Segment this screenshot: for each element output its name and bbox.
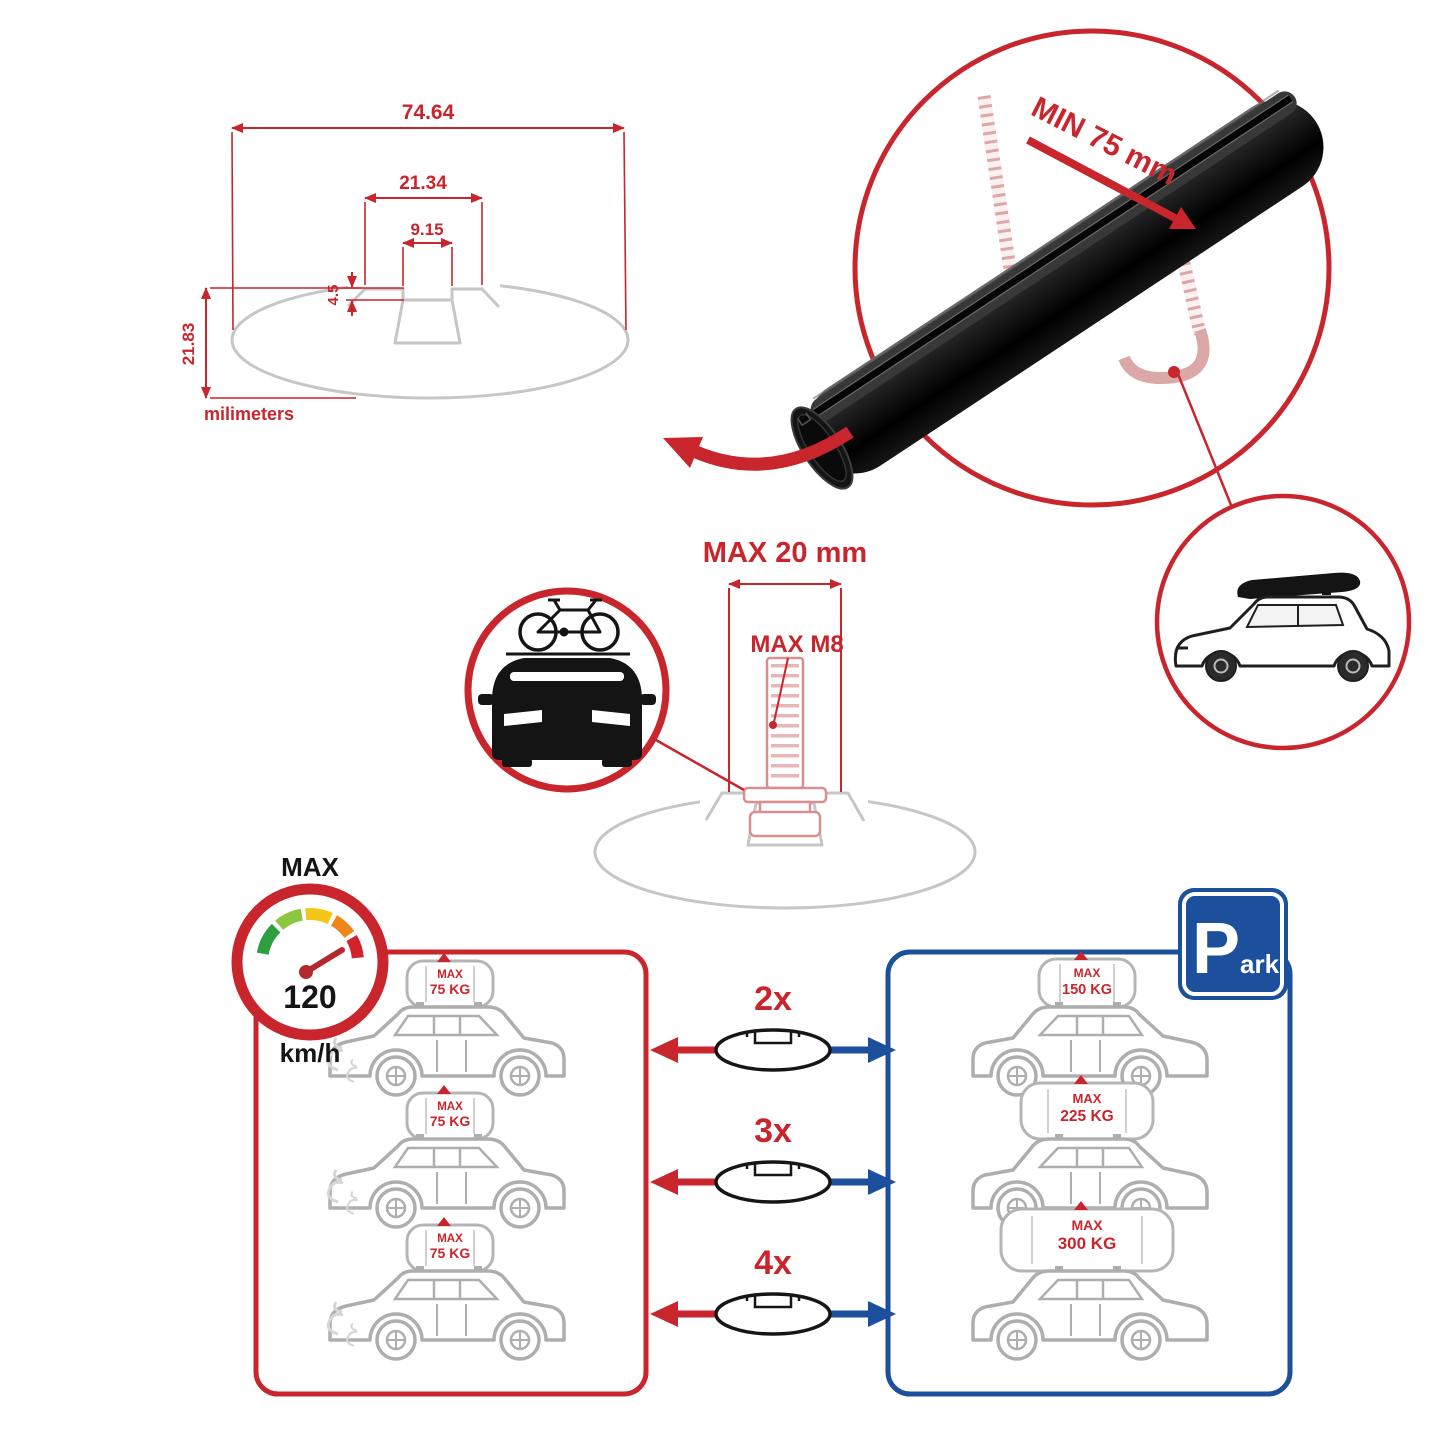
bag-max-label: MAX <box>1071 1217 1103 1233</box>
bag-logo <box>437 1085 451 1094</box>
dim-slot-width: 9.15 <box>410 220 443 239</box>
bag-logo <box>1074 951 1088 960</box>
driving-car-row-3: MAX 75 KG <box>326 1217 566 1361</box>
cargo-bag: MAX 300 KG <box>999 1201 1175 1273</box>
crossbar-detail-view: MIN 75 mm <box>790 28 1332 508</box>
bag-load-label: 75 KG <box>430 1113 471 1129</box>
bag-logo <box>437 1217 451 1226</box>
driving-panel <box>253 949 649 1397</box>
parked-car-row-2: MAX 225 KG <box>971 1075 1209 1229</box>
cargo-bag: MAX 225 KG <box>1019 1075 1155 1141</box>
bag-load-label: 300 KG <box>1058 1234 1117 1253</box>
crossbar-section-icon <box>714 1028 832 1072</box>
dimension-lines <box>201 123 627 399</box>
crossbar-photo <box>790 89 1324 490</box>
car-illustration <box>328 1132 566 1229</box>
bag-max-label: MAX <box>1074 966 1101 980</box>
speed-max-label: MAX <box>281 852 339 882</box>
bag-load-label: 75 KG <box>430 981 471 997</box>
parked-car-row-3: MAX 300 KG <box>971 1201 1209 1361</box>
bolt-width-label: MAX 20 mm <box>703 537 867 569</box>
leader-to-bolt <box>655 738 745 792</box>
multiplier-row-3x: 3x <box>650 1112 896 1204</box>
dim-channel-width: 21.34 <box>399 173 447 194</box>
profile-channel-cavity <box>393 299 462 345</box>
multiplier-label: 3x <box>754 1112 792 1150</box>
cargo-bag: MAX 75 KG <box>405 953 495 1009</box>
bag-logo <box>1074 1201 1088 1210</box>
tbolt-diagram: MAX 20 mm MAX M8 <box>593 537 977 910</box>
bolt-thread-label: MAX M8 <box>750 631 843 658</box>
park-sign: P ark <box>1178 888 1288 1000</box>
crossbar-section-icon <box>714 1160 832 1204</box>
car-illustration <box>328 1264 566 1361</box>
cargo-bag: MAX 150 KG <box>1037 951 1137 1009</box>
bag-logo <box>437 953 451 962</box>
speed-limit-gauge: MAX 120 km/h <box>231 852 389 1068</box>
car-illustration <box>971 1000 1209 1097</box>
driving-car-row-2: MAX 75 KG <box>326 1085 566 1229</box>
park-rest: ark <box>1240 949 1280 979</box>
multiplier-label: 2x <box>754 980 792 1018</box>
bolt-dimension-lines <box>728 579 842 792</box>
cargo-bag: MAX 75 KG <box>405 1085 495 1141</box>
min-arrowhead <box>1169 207 1196 229</box>
left-arrow-icon <box>650 1301 678 1327</box>
dim-total-width: 74.64 <box>402 101 455 124</box>
multiplier-row-2x: 2x <box>650 980 896 1072</box>
crossbar-section-icon <box>714 1292 832 1336</box>
park-letter: P <box>1192 909 1240 989</box>
bag-max-label: MAX <box>437 969 463 981</box>
roofbox-car-icon <box>1154 493 1412 751</box>
driving-car-row-1: MAX 75 KG <box>326 953 566 1097</box>
gauge-arc <box>256 908 364 959</box>
crossbar-profile-dimension-diagram: 74.64 21.34 9.15 4.5 21.83 milimeters <box>179 101 630 424</box>
bike-car-icon <box>464 587 745 793</box>
bag-max-label: MAX <box>1073 1091 1102 1106</box>
bag-logo <box>1074 1075 1088 1084</box>
speed-unit: km/h <box>280 1038 341 1068</box>
clamp-marker-dot <box>1168 366 1180 378</box>
speed-value: 120 <box>283 979 336 1015</box>
car-illustration <box>971 1264 1209 1361</box>
parked-panel <box>885 949 1293 1397</box>
cargo-bag: MAX 75 KG <box>405 1217 495 1273</box>
dim-unit-label: milimeters <box>204 404 294 424</box>
left-arrow-icon <box>650 1169 678 1195</box>
parked-car-row-1: MAX 150 KG <box>971 951 1209 1097</box>
multiplier-row-4x: 4x <box>650 1244 896 1336</box>
dim-slot-depth: 4.5 <box>325 285 342 306</box>
multiplier-label: 4x <box>754 1244 792 1282</box>
bag-max-label: MAX <box>437 1233 463 1245</box>
leader-to-car <box>1176 373 1233 506</box>
bag-max-label: MAX <box>437 1101 463 1113</box>
tbolt <box>742 656 828 838</box>
right-arrow-icon <box>868 1037 896 1063</box>
bag-load-label: 225 KG <box>1060 1108 1113 1125</box>
profile-channel-outline <box>346 287 501 309</box>
bag-load-label: 75 KG <box>430 1245 471 1261</box>
section-callout-arrow <box>663 426 854 471</box>
bag-load-label: 150 KG <box>1062 982 1112 998</box>
dim-total-height: 21.83 <box>179 323 198 366</box>
left-arrow-icon <box>650 1037 678 1063</box>
car-front-silhouette <box>478 658 656 767</box>
gauge-needle <box>303 947 345 975</box>
right-arrow-icon <box>868 1169 896 1195</box>
right-arrow-icon <box>868 1301 896 1327</box>
